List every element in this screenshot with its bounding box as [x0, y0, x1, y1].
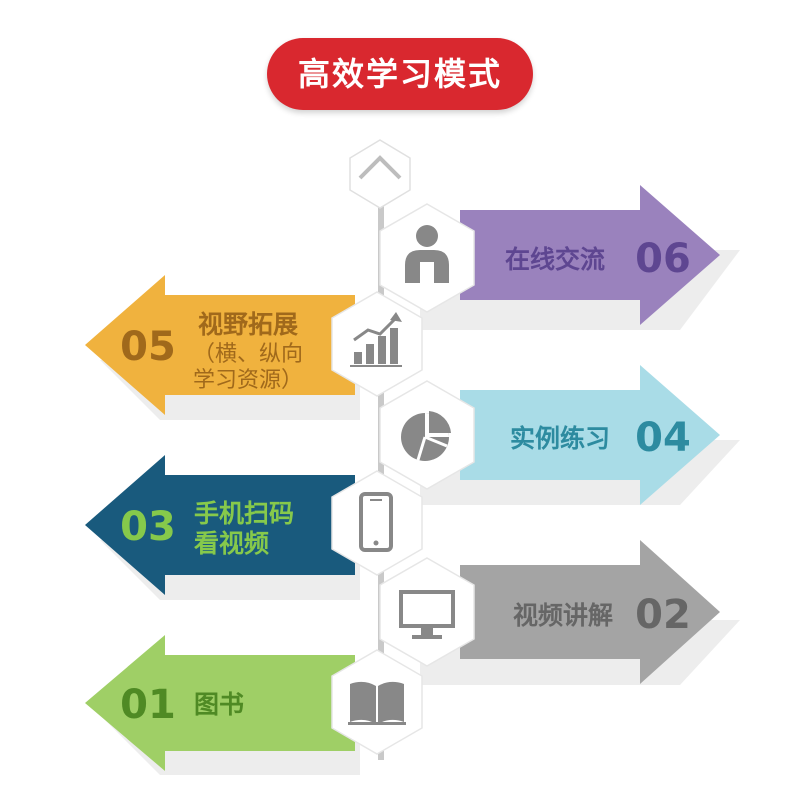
user-icon: [405, 225, 449, 283]
arrow-03: [85, 455, 355, 595]
step-01-number: 01: [120, 682, 176, 728]
step-05-label-line3: 学习资源）: [193, 368, 303, 393]
hexagon-01: [331, 649, 423, 755]
step-05-number: 05: [120, 324, 176, 370]
step-03-number: 03: [120, 504, 176, 550]
arrow-05: [85, 275, 355, 415]
hexagon-02: [379, 557, 475, 667]
diagram-title: 高效学习模式: [297, 55, 502, 93]
bar-chart-icon: [350, 312, 402, 367]
arrow-06: [460, 185, 720, 325]
book-icon: [348, 681, 406, 725]
step-02-number: 02: [635, 592, 691, 638]
step-03-label-line2: 看视频: [194, 529, 269, 558]
chevron-up-icon: [358, 155, 402, 180]
arrow-04: [460, 365, 720, 505]
hexagon-03: [331, 470, 423, 576]
step-06-label: 在线交流: [505, 245, 605, 274]
title-banner: 高效学习模式: [267, 38, 533, 110]
top-hexagon: [349, 139, 411, 209]
step-02-label: 视频讲解: [513, 601, 613, 630]
phone-icon: [359, 492, 393, 552]
pie-chart-icon: [401, 411, 451, 461]
step-06-number: 06: [635, 236, 691, 282]
arrow-01: [85, 635, 355, 771]
step-05-label-line2: （横、纵向: [193, 342, 303, 367]
monitor-icon: [399, 590, 455, 639]
step-01-label: 图书: [194, 690, 244, 719]
step-04-label: 实例练习: [510, 424, 610, 453]
arrow-02: [460, 540, 720, 684]
step-05-label-line1: 视野拓展: [198, 310, 298, 339]
step-04-number: 04: [635, 415, 691, 461]
step-03-label-line1: 手机扫码: [194, 499, 294, 528]
